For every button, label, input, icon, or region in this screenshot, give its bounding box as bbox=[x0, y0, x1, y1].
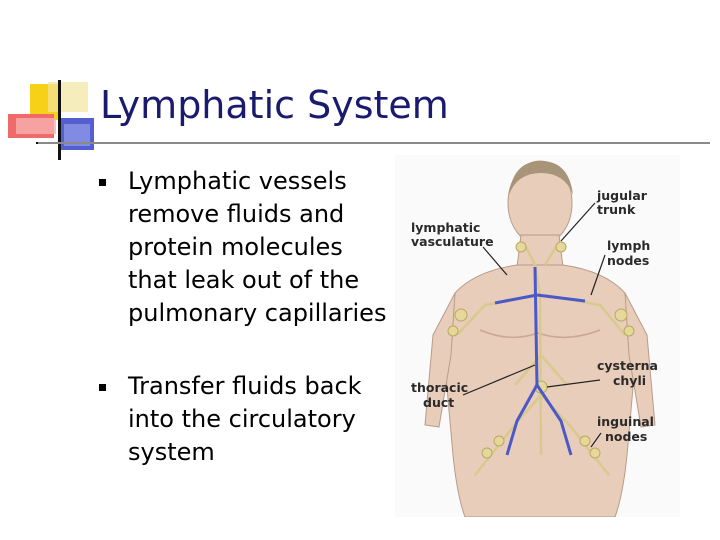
blood-vessels bbox=[494, 266, 586, 456]
label-jugular-line2: trunk bbox=[597, 202, 636, 217]
square-bullet-icon bbox=[99, 179, 106, 186]
label-thoracic-line2: duct bbox=[423, 395, 454, 410]
slide-logo bbox=[8, 80, 106, 160]
title-divider bbox=[38, 142, 710, 144]
label-lymph-nodes-line2: nodes bbox=[607, 253, 649, 268]
label-jugular-line1: jugular bbox=[596, 188, 648, 203]
page-title: Lymphatic System bbox=[100, 83, 449, 127]
label-thoracic-line1: thoracic bbox=[411, 380, 468, 395]
bullet-text: Transfer fluids back into the circulator… bbox=[128, 372, 362, 466]
label-cisterna-line1: cysterna bbox=[597, 358, 658, 373]
label-inguinal-line2: nodes bbox=[605, 429, 647, 444]
label-lymph-nodes-line1: lymph bbox=[607, 238, 650, 253]
bullet-text: Lymphatic vessels remove fluids and prot… bbox=[128, 167, 387, 327]
bullet-item: Lymphatic vessels remove fluids and prot… bbox=[96, 165, 396, 330]
lymphatic-system-illustration: jugular trunk lymphatic vasculature lymp… bbox=[395, 155, 680, 517]
hair-shape bbox=[509, 161, 573, 195]
label-cisterna-line2: chyli bbox=[613, 373, 646, 388]
bullet-item: Transfer fluids back into the circulator… bbox=[96, 370, 396, 469]
square-bullet-icon bbox=[99, 384, 106, 391]
figure-labels: jugular trunk lymphatic vasculature lymp… bbox=[411, 188, 658, 444]
label-vasculature-line2: vasculature bbox=[411, 234, 494, 249]
label-inguinal-line1: inguinal bbox=[597, 414, 654, 429]
label-vasculature-line1: lymphatic bbox=[411, 220, 480, 235]
bullet-list: Lymphatic vessels remove fluids and prot… bbox=[96, 165, 396, 469]
leader-lines bbox=[462, 202, 606, 448]
